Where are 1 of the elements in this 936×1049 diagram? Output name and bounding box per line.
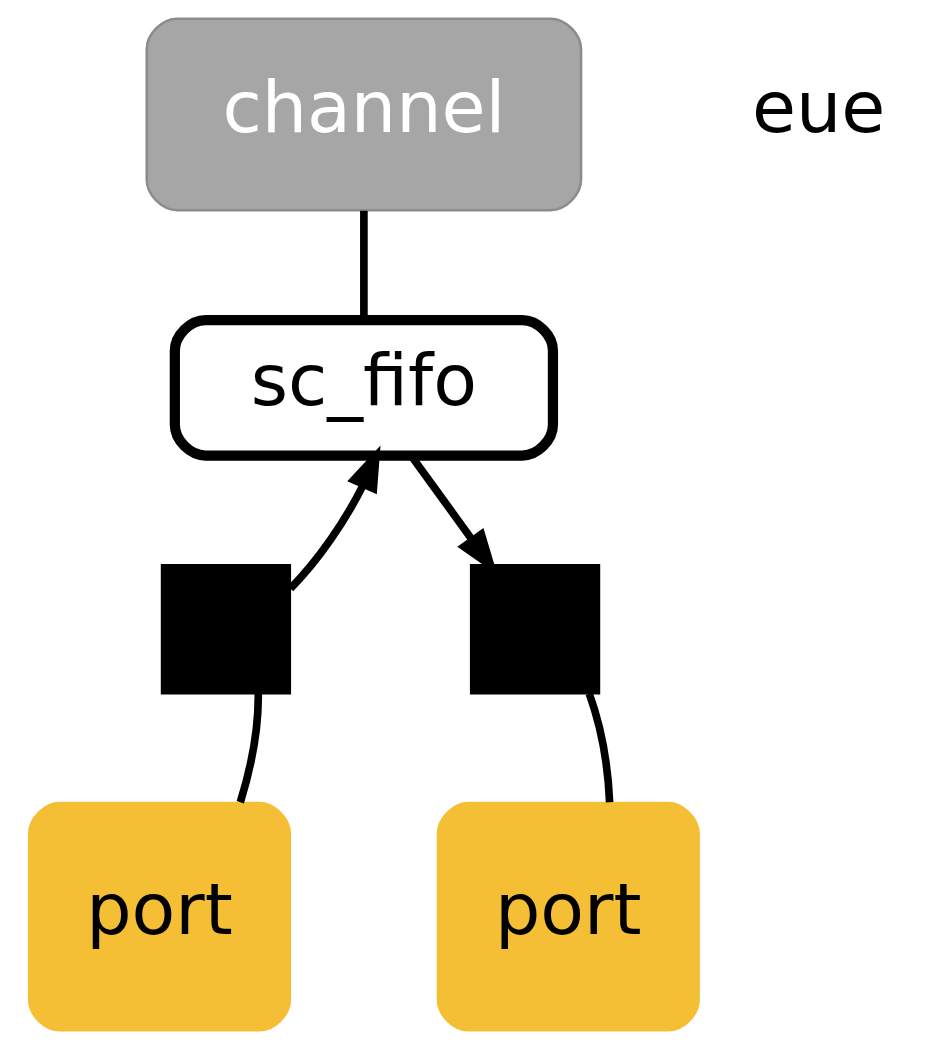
- label: eue: [751, 66, 886, 150]
